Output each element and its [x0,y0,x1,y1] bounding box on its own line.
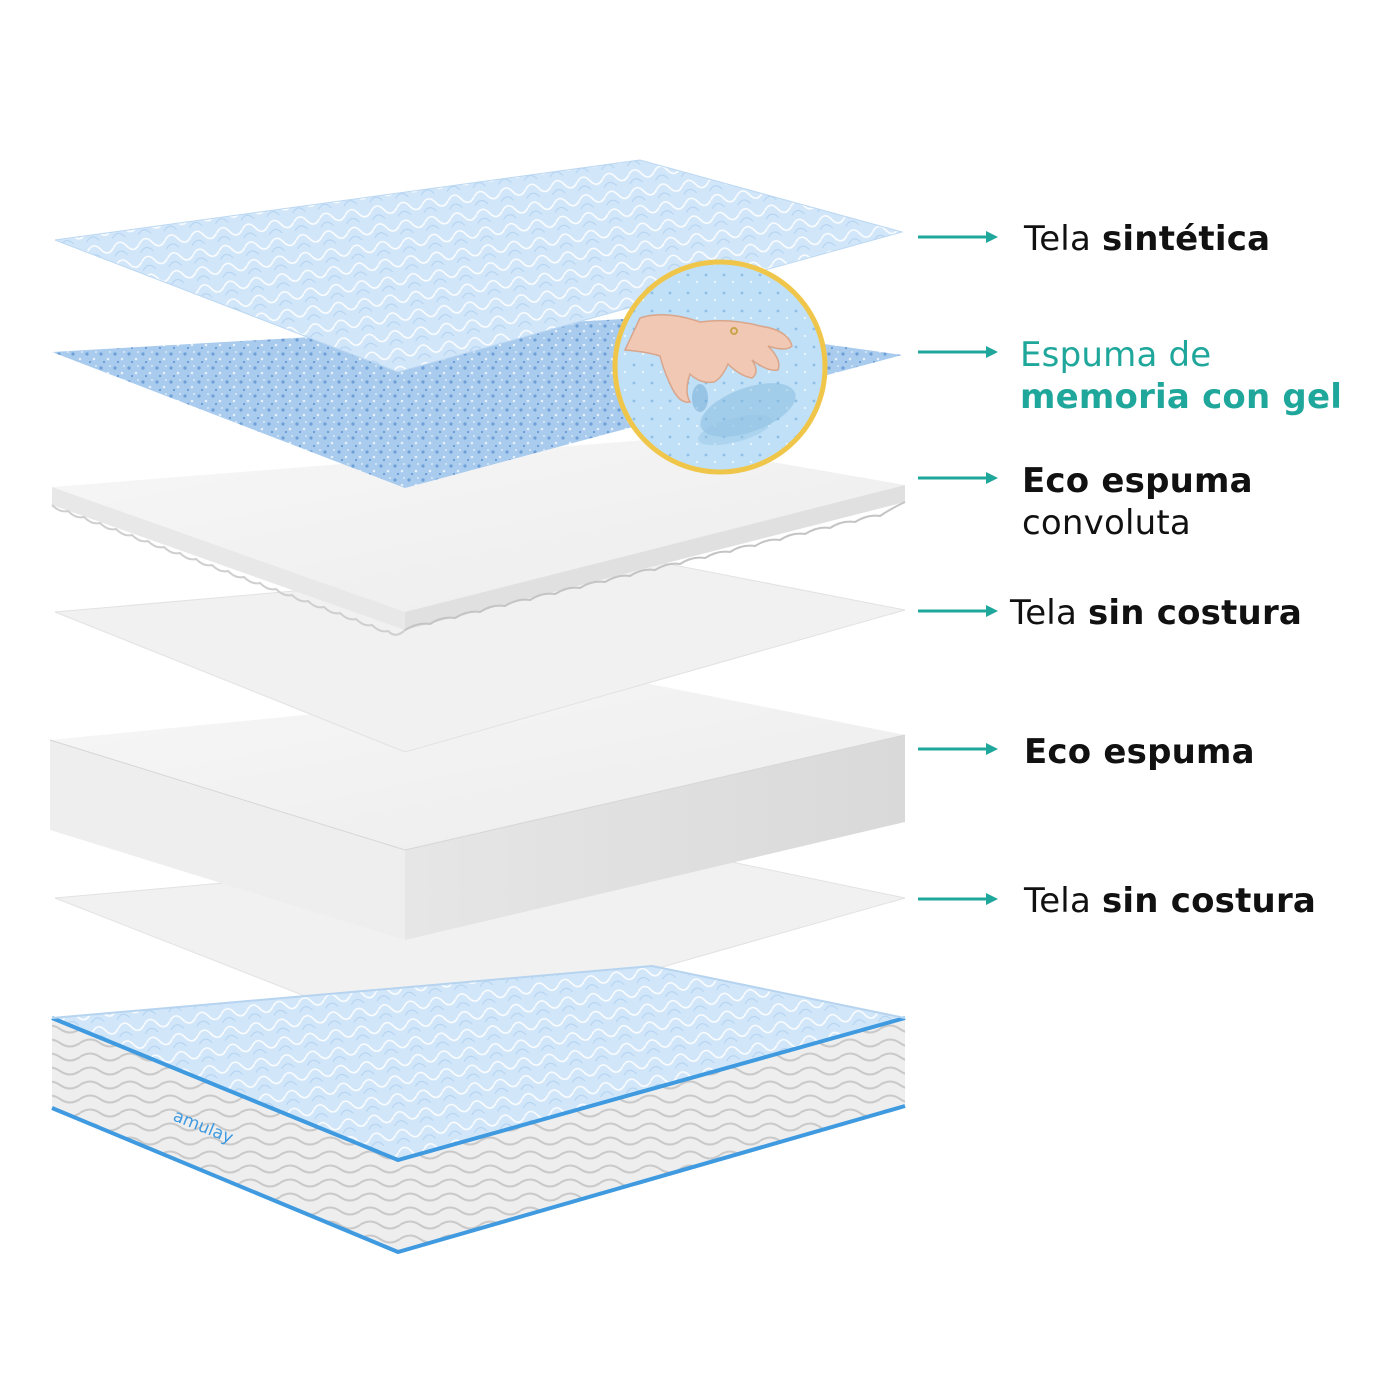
layer-label-bold: memoria con gel [1020,377,1343,417]
layer-label-seamless-fabric-2: Tela sin costura [1024,880,1316,922]
layer-label-regular: Espuma de [1020,335,1212,375]
synthetic-fabric-quilted-layer [54,159,904,373]
layer-label-regular: Tela [1024,881,1102,921]
layer-label-eco-foam: Eco espuma [1024,731,1255,773]
complete-mattress: amulay [51,964,906,1255]
layer-label-bold: sin costura [1088,593,1303,633]
arrow-right-icon [918,893,998,905]
layer-label-convoluted-eco-foam: Eco espuma convoluta [1022,460,1253,544]
layer-label-bold: Eco espuma [1022,461,1253,501]
arrow-right-icon [918,346,998,358]
layer-label-regular: convoluta [1022,503,1191,543]
arrow-right-icon [918,743,998,755]
layer-label-seamless-fabric-1: Tela sin costura [1010,592,1302,634]
eco-foam-block [49,682,906,940]
layer-label-regular: Tela [1024,219,1102,259]
arrow-right-icon [918,605,998,617]
arrow-right-icon [918,472,998,484]
layer-label-bold: Eco espuma [1024,732,1255,772]
arrow-right-icon [918,231,998,243]
layer-label-bold: sin costura [1102,881,1317,921]
layer-label-regular: Tela [1010,593,1088,633]
layer-label-top-fabric: Tela sintética [1024,218,1270,260]
hand-imprint-detail [612,259,828,475]
layer-label-gel-memory-foam: Espuma de memoria con gel [1020,334,1342,418]
hand-imprint-icon [623,314,793,403]
layer-label-bold: sintética [1102,219,1271,259]
convoluted-eco-foam-layer [51,440,906,636]
